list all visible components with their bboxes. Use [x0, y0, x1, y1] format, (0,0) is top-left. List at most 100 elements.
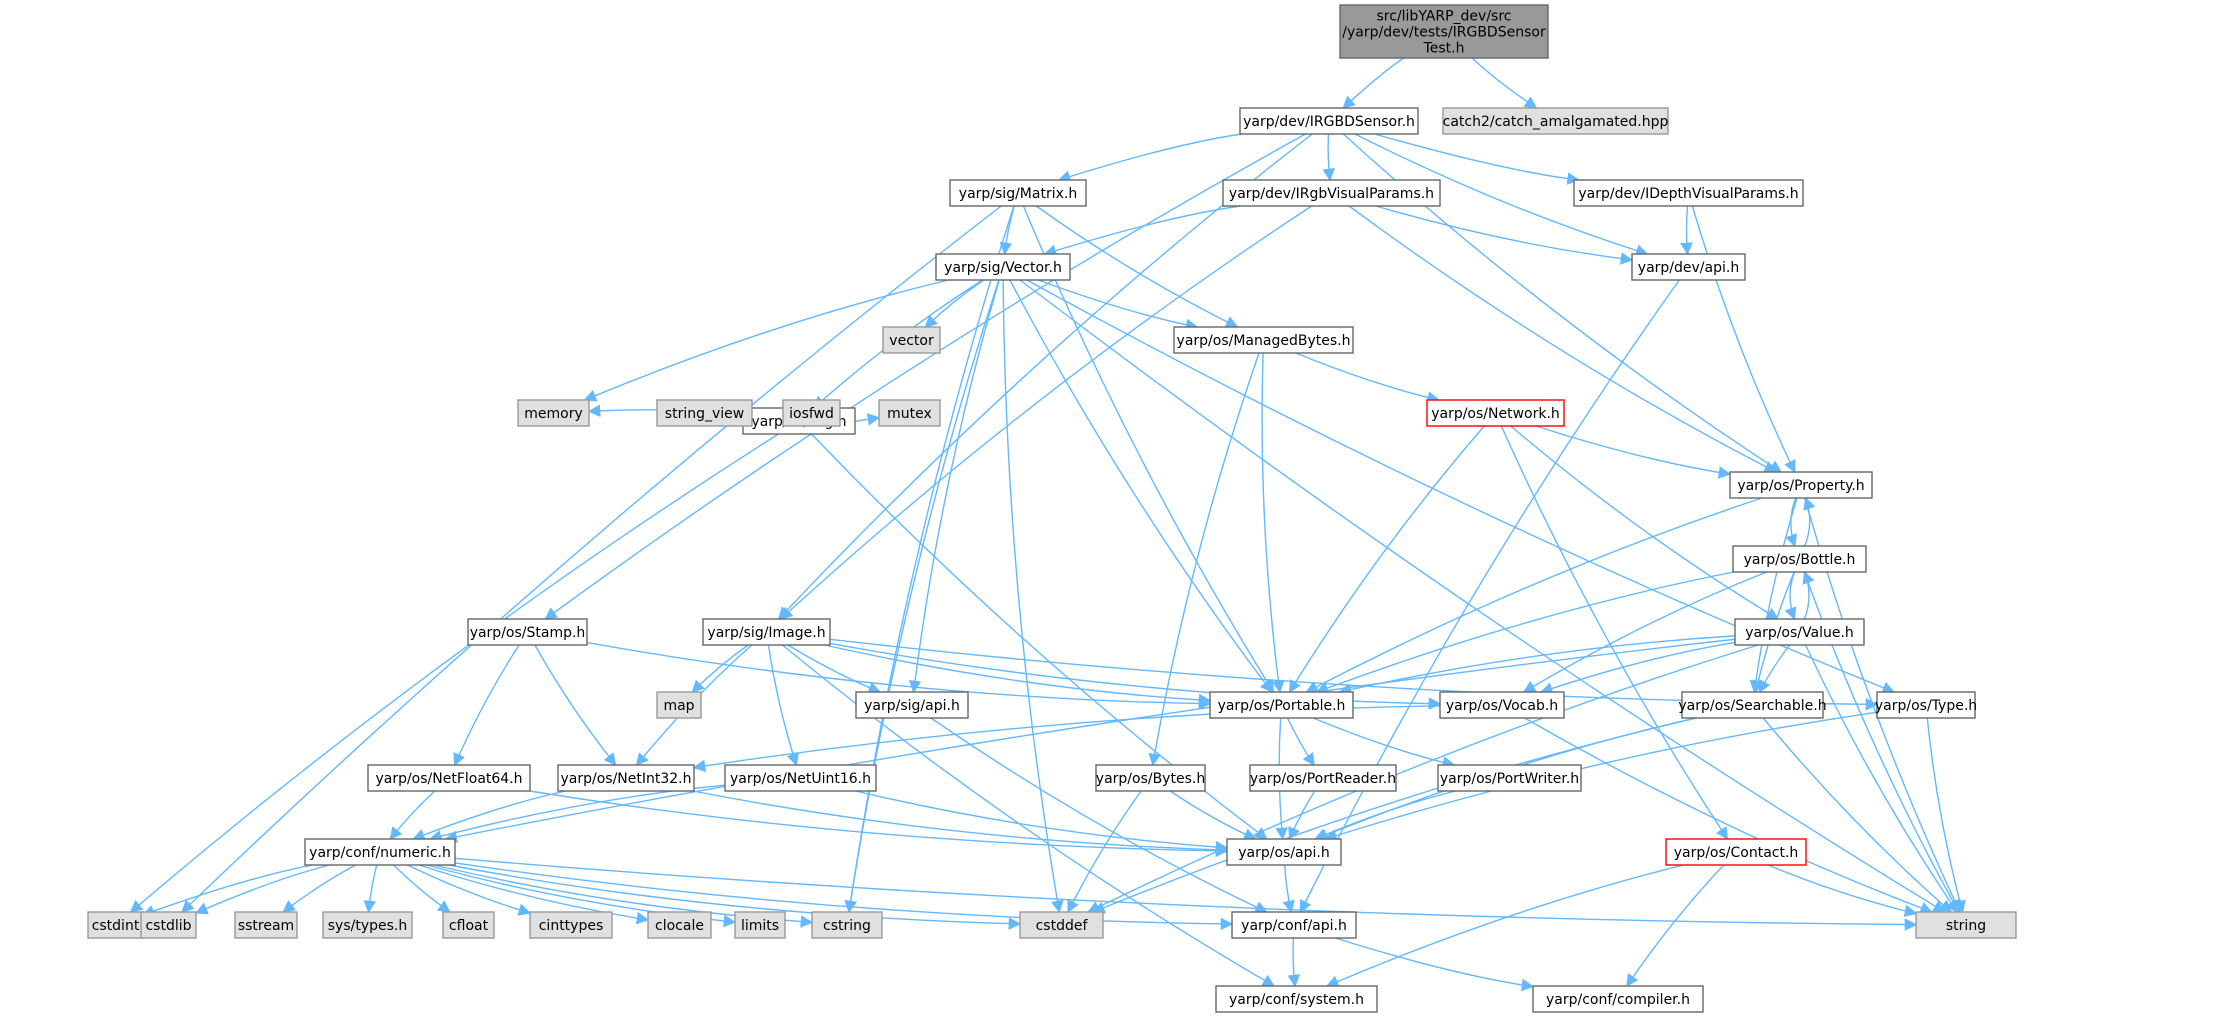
edge-NetInt32-to-osapi	[692, 790, 1229, 857]
node-Vocab[interactable]: yarp/os/Vocab.h	[1439, 691, 1565, 719]
node-box-system	[1215, 985, 1378, 1013]
edge-Image-to-map	[691, 644, 749, 693]
edge-IDepthVisualParams-to-devapi	[1680, 205, 1693, 256]
node-NetFloat64[interactable]: yarp/os/NetFloat64.h	[367, 764, 531, 792]
node-NetInt32[interactable]: yarp/os/NetInt32.h	[557, 764, 695, 792]
edge-ManagedBytes-to-Portable	[1261, 352, 1285, 694]
edge-NetInt32-to-numeric	[412, 790, 566, 841]
node-box-iosfwd	[782, 399, 841, 427]
node-box-NetUint16	[724, 764, 877, 792]
node-box-Bottle	[1732, 545, 1867, 573]
node-label-cstdint: cstdint	[92, 918, 140, 934]
node-Matrix[interactable]: yarp/sig/Matrix.h	[949, 179, 1087, 207]
edge-Vector-to-cstring	[844, 279, 1000, 914]
edge-numeric-to-cfloat	[392, 864, 451, 913]
node-iosfwd: iosfwd	[782, 399, 841, 427]
node-label-string: string	[1946, 918, 1986, 934]
node-PortWriter[interactable]: yarp/os/PortWriter.h	[1437, 764, 1582, 792]
edge-ManagedBytes-to-Bytes	[1148, 352, 1260, 767]
edge-Contact-to-compiler	[1626, 864, 1725, 988]
node-label-cstddef: cstddef	[1036, 918, 1089, 934]
node-root[interactable]: src/libYARP_dev/src/yarp/dev/tests/IRGBD…	[1339, 4, 1549, 59]
node-label-cstring: cstring	[823, 918, 871, 934]
edge-Bottle-to-Vocab	[1522, 571, 1767, 693]
edge-Network-to-Property	[1535, 425, 1732, 479]
node-Portable[interactable]: yarp/os/Portable.h	[1209, 691, 1354, 719]
node-label-Matrix: yarp/sig/Matrix.h	[959, 186, 1077, 202]
node-Value[interactable]: yarp/os/Value.h	[1734, 618, 1865, 646]
node-NetUint16[interactable]: yarp/os/NetUint16.h	[724, 764, 877, 792]
edge-Portable-to-PortWriter	[1312, 717, 1456, 769]
node-label-vector: vector	[889, 333, 934, 349]
node-Contact[interactable]: yarp/os/Contact.h	[1665, 838, 1807, 866]
node-Vector[interactable]: yarp/sig/Vector.h	[935, 253, 1071, 281]
edge-Value-to-cstddef	[1087, 644, 1759, 913]
node-Bytes[interactable]: yarp/os/Bytes.h	[1095, 764, 1206, 792]
edge-numeric-to-systypes	[363, 864, 378, 914]
edge-root-to-IRGBDSensor	[1342, 57, 1405, 109]
node-devapi[interactable]: yarp/dev/api.h	[1631, 253, 1746, 281]
node-Type[interactable]: yarp/os/Type.h	[1875, 691, 1977, 719]
node-label-clocale: clocale	[655, 918, 704, 934]
node-box-cinttypes	[529, 911, 613, 939]
edge-IRgbVisualParams-to-Vector	[1043, 205, 1241, 257]
node-Searchable[interactable]: yarp/os/Searchable.h	[1678, 691, 1827, 719]
node-box-Property	[1729, 471, 1873, 499]
node-string: string	[1915, 911, 2017, 939]
edge-Stamp-to-NetFloat64	[453, 644, 520, 767]
node-label-cinttypes: cinttypes	[539, 918, 604, 934]
edge-Matrix-to-cstdlib	[181, 205, 1002, 913]
node-IRgbVisualParams[interactable]: yarp/dev/IRgbVisualParams.h	[1222, 179, 1441, 207]
node-label-PortReader: yarp/os/PortReader.h	[1250, 771, 1396, 787]
node-label-root: /yarp/dev/tests/IRGBDSensor	[1342, 25, 1546, 41]
node-cstring: cstring	[811, 911, 883, 939]
node-mutex: mutex	[878, 399, 941, 427]
node-vector: vector	[882, 326, 941, 354]
node-confapi[interactable]: yarp/conf/api.h	[1231, 911, 1357, 939]
edge-Property-to-Bottle	[1785, 497, 1798, 548]
node-Property[interactable]: yarp/os/Property.h	[1729, 471, 1873, 499]
node-ManagedBytes[interactable]: yarp/os/ManagedBytes.h	[1173, 326, 1354, 354]
node-PortReader[interactable]: yarp/os/PortReader.h	[1249, 764, 1397, 792]
edge-Value-to-numeric	[444, 638, 1736, 843]
node-label-IRGBDSensor: yarp/dev/IRGBDSensor.h	[1243, 114, 1415, 130]
node-box-osapi	[1226, 838, 1342, 866]
node-Bottle[interactable]: yarp/os/Bottle.h	[1732, 545, 1867, 573]
edge-Vector-to-cstddef	[1002, 279, 1064, 914]
edge-Log-to-mutex	[854, 413, 881, 426]
node-box-Stamp	[467, 618, 588, 646]
node-label-compiler: yarp/conf/compiler.h	[1546, 992, 1690, 1008]
node-box-cstring	[811, 911, 883, 939]
node-Stamp[interactable]: yarp/os/Stamp.h	[467, 618, 588, 646]
node-box-IRgbVisualParams	[1222, 179, 1441, 207]
node-IDepthVisualParams[interactable]: yarp/dev/IDepthVisualParams.h	[1573, 179, 1804, 207]
node-compiler[interactable]: yarp/conf/compiler.h	[1532, 985, 1704, 1013]
edge-Vector-to-vector	[924, 279, 985, 328]
node-box-map	[656, 691, 702, 719]
node-box-IDepthVisualParams	[1573, 179, 1804, 207]
node-cfloat: cfloat	[442, 911, 495, 939]
node-system[interactable]: yarp/conf/system.h	[1215, 985, 1378, 1013]
node-Image[interactable]: yarp/sig/Image.h	[702, 618, 831, 646]
node-osapi[interactable]: yarp/os/api.h	[1226, 838, 1342, 866]
node-box-root	[1339, 4, 1549, 59]
edge-NetUint16-to-osapi	[855, 790, 1229, 854]
node-sigapi[interactable]: yarp/sig/api.h	[855, 691, 969, 719]
node-box-Matrix	[949, 179, 1087, 207]
node-numeric[interactable]: yarp/conf/numeric.h	[304, 838, 456, 866]
node-label-confapi: yarp/conf/api.h	[1241, 918, 1347, 934]
edge-Type-to-string	[1926, 717, 1966, 914]
edge-IRGBDSensor-to-devapi	[1354, 133, 1649, 257]
node-box-cstdlib	[140, 911, 197, 939]
edge-Image-to-Vocab	[829, 642, 1442, 710]
node-cstdlib: cstdlib	[140, 911, 197, 939]
edge-numeric-to-cstdlib	[194, 864, 330, 915]
edge-IRGBDSensor-to-IDepthVisualParams	[1374, 133, 1580, 185]
node-IRGBDSensor[interactable]: yarp/dev/IRGBDSensor.h	[1239, 107, 1419, 135]
node-box-cfloat	[442, 911, 495, 939]
node-label-sstream: sstream	[238, 918, 294, 934]
node-Network[interactable]: yarp/os/Network.h	[1426, 399, 1565, 427]
node-label-Value: yarp/os/Value.h	[1745, 625, 1854, 641]
edge-numeric-to-cstdint	[141, 864, 313, 918]
edge-confapi-to-compiler	[1335, 937, 1535, 992]
